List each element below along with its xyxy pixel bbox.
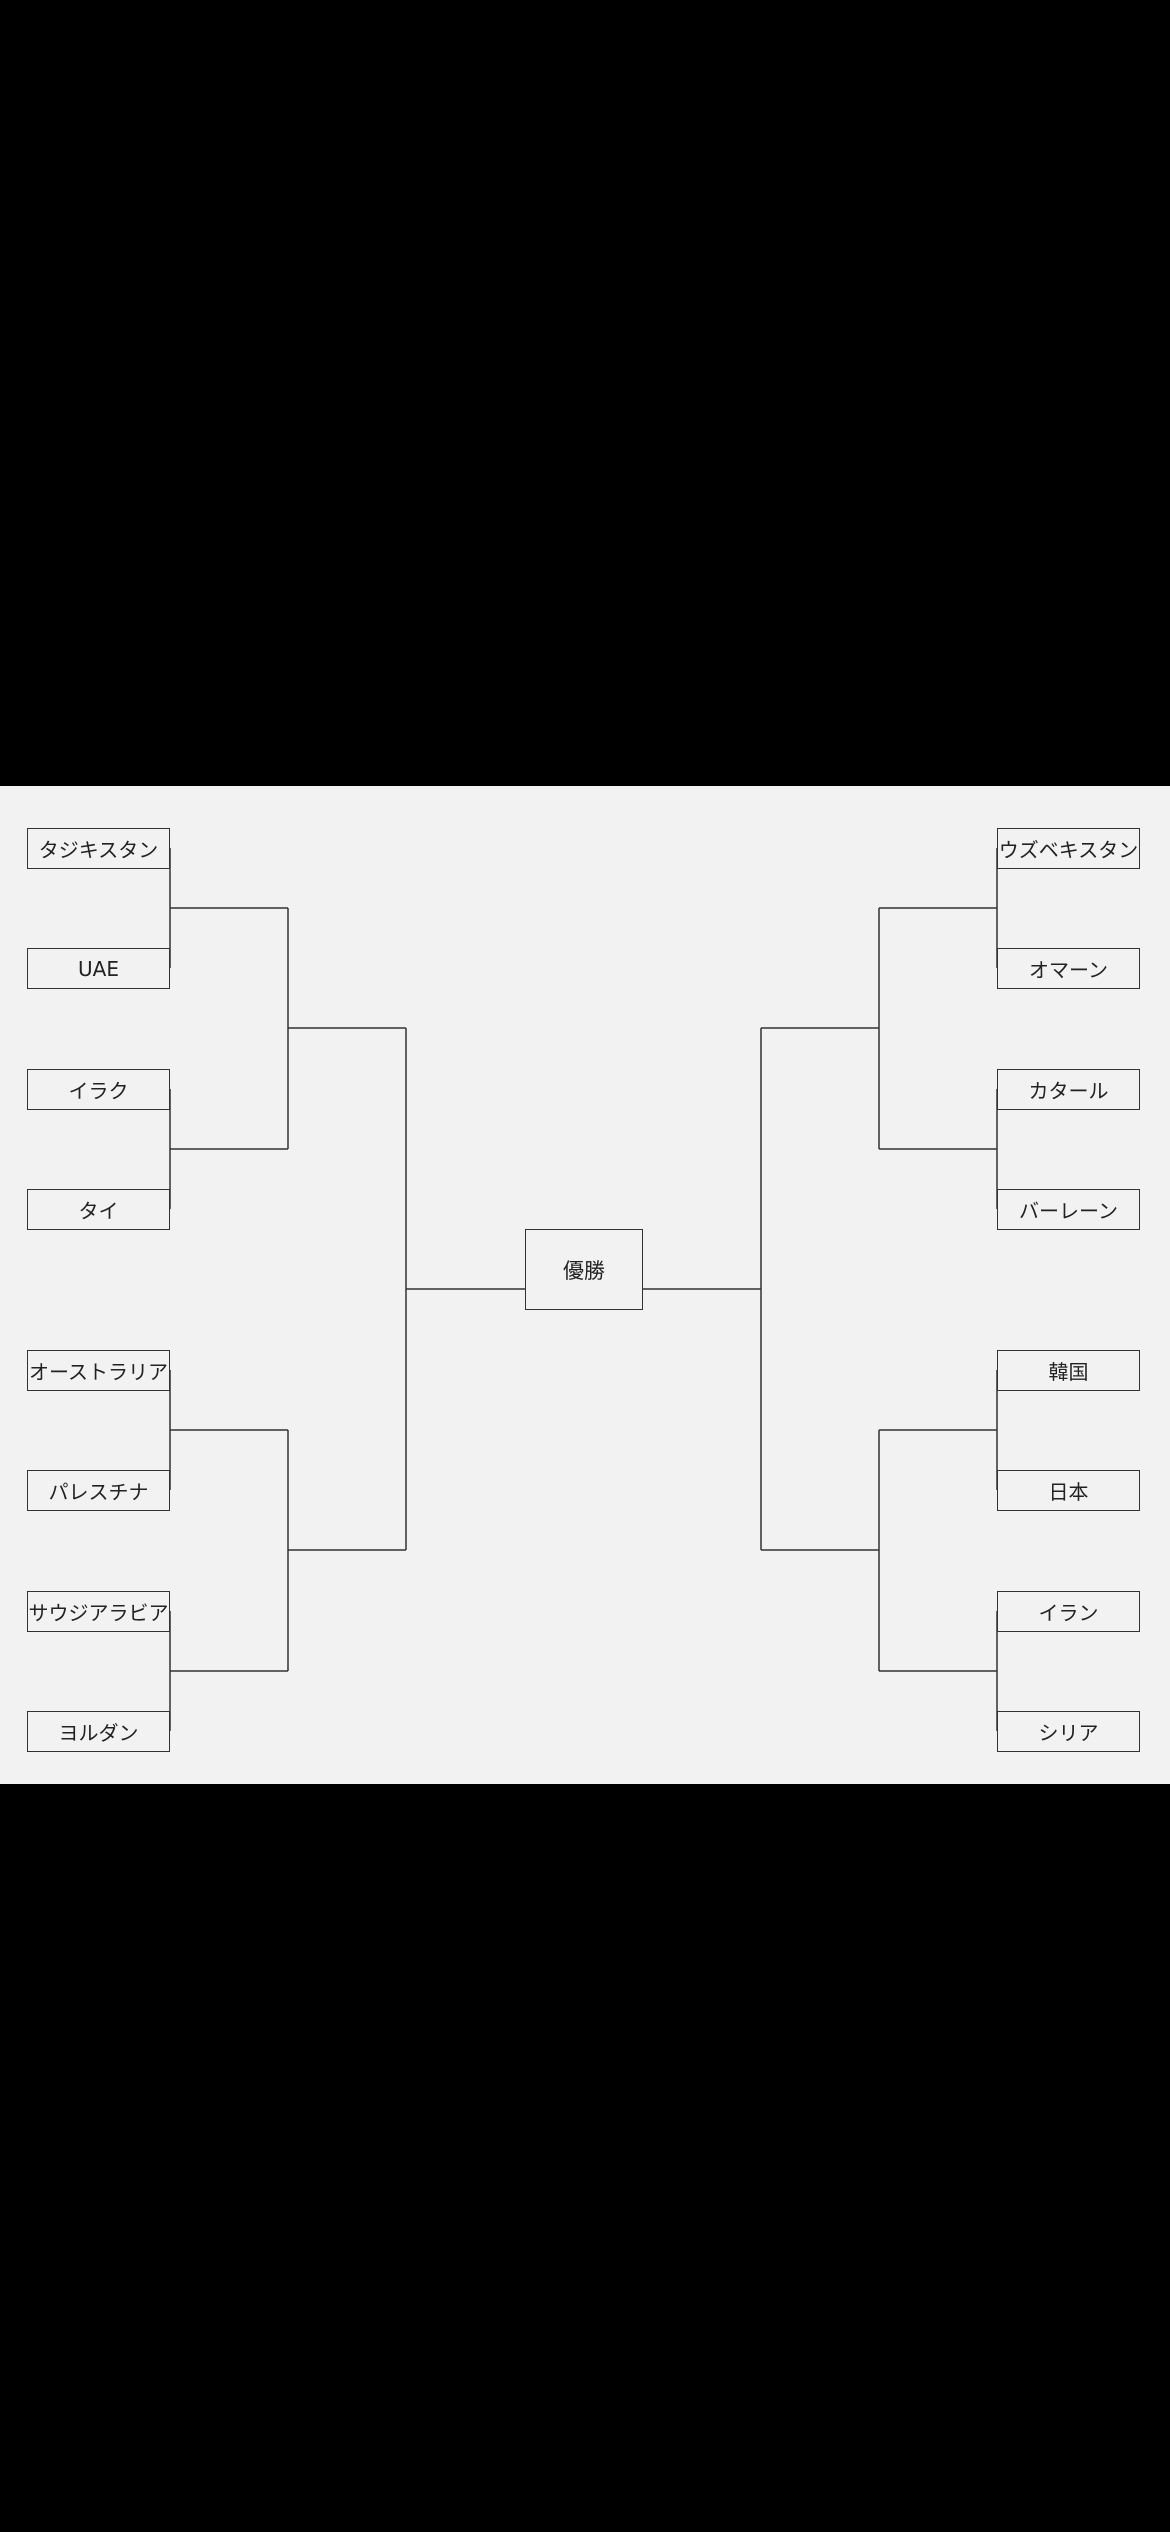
team-slot-right-5: 韓国 [997, 1350, 1140, 1391]
team-slot-right-2: オマーン [997, 948, 1140, 989]
team-slot-left-3: イラク [27, 1069, 170, 1110]
team-slot-left-5: オーストラリア [27, 1350, 170, 1391]
team-slot-left-1: タジキスタン [27, 828, 170, 869]
team-slot-right-4: バーレーン [997, 1189, 1140, 1230]
team-slot-left-8: ヨルダン [27, 1711, 170, 1752]
team-slot-left-4: タイ [27, 1189, 170, 1230]
team-slot-right-7: イラン [997, 1591, 1140, 1632]
champion-box: 優勝 [525, 1229, 643, 1310]
team-slot-left-7: サウジアラビア [27, 1591, 170, 1632]
tournament-bracket: タジキスタン UAE イラク タイ オーストラリア パレスチナ サウジアラビア … [0, 786, 1170, 1784]
team-slot-left-6: パレスチナ [27, 1470, 170, 1511]
team-slot-right-8: シリア [997, 1711, 1140, 1752]
team-slot-left-2: UAE [27, 948, 170, 989]
team-slot-right-1: ウズベキスタン [997, 828, 1140, 869]
team-slot-right-6: 日本 [997, 1470, 1140, 1511]
team-slot-right-3: カタール [997, 1069, 1140, 1110]
bracket-lines [169, 848, 998, 1731]
